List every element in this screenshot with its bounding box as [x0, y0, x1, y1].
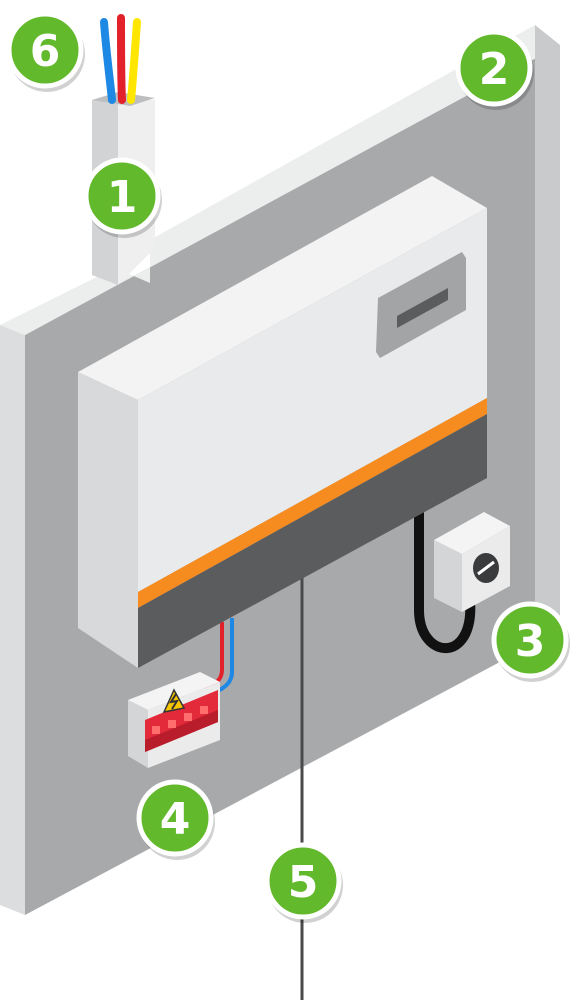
rcd-breakers-shade: [145, 710, 218, 752]
cable-red: [117, 14, 126, 104]
supply-cables: [100, 14, 141, 104]
marker-number: 3: [515, 616, 546, 667]
marker-rcd-box: 4: [136, 779, 215, 860]
isolator-knob-icon: [473, 553, 499, 583]
numbered-markers: 1 2 3 4 5 6: [6, 11, 570, 923]
isolator-switch: [434, 512, 510, 612]
marker-wall: 2: [455, 29, 534, 110]
marker-supply-cables: 6: [6, 11, 85, 92]
isolator-left: [434, 540, 462, 612]
marker-circle: [491, 601, 569, 679]
marker-number: 5: [288, 857, 319, 908]
marker-circle: [6, 11, 84, 89]
rcd-box: [128, 618, 234, 768]
hazard-warning-icon: [162, 688, 186, 714]
marker-earth-rod: 5: [264, 842, 343, 923]
marker-isolator: 3: [491, 601, 570, 682]
marker-number: 6: [30, 26, 61, 77]
marker-circle: [83, 157, 161, 235]
charger-orange-stripe: [138, 398, 487, 608]
marker-circle: [136, 779, 214, 857]
charger-top: [78, 176, 487, 400]
cable-yellow: [127, 18, 141, 104]
wall-right-edge: [535, 25, 560, 630]
charger-dark-base: [138, 414, 487, 668]
charger-left-side: [78, 372, 138, 668]
wall-top-edge: [0, 25, 560, 335]
rcd-box-left: [128, 700, 148, 768]
isolator-cable: [414, 500, 476, 654]
marker-number: 2: [479, 44, 510, 95]
marker-number: 1: [107, 172, 138, 223]
charger-display: [376, 252, 466, 358]
marker-circle: [264, 842, 342, 920]
rcd-breaker-switches: [152, 706, 208, 734]
marker-circle: [455, 29, 533, 107]
wall-left-edge: [0, 325, 25, 915]
charger-unit: [78, 176, 487, 668]
cable-blue: [100, 18, 116, 104]
isolator-top: [434, 512, 510, 554]
display-window: [397, 288, 448, 328]
marker-number: 4: [160, 794, 191, 845]
marker-conduit: 1: [83, 157, 162, 238]
